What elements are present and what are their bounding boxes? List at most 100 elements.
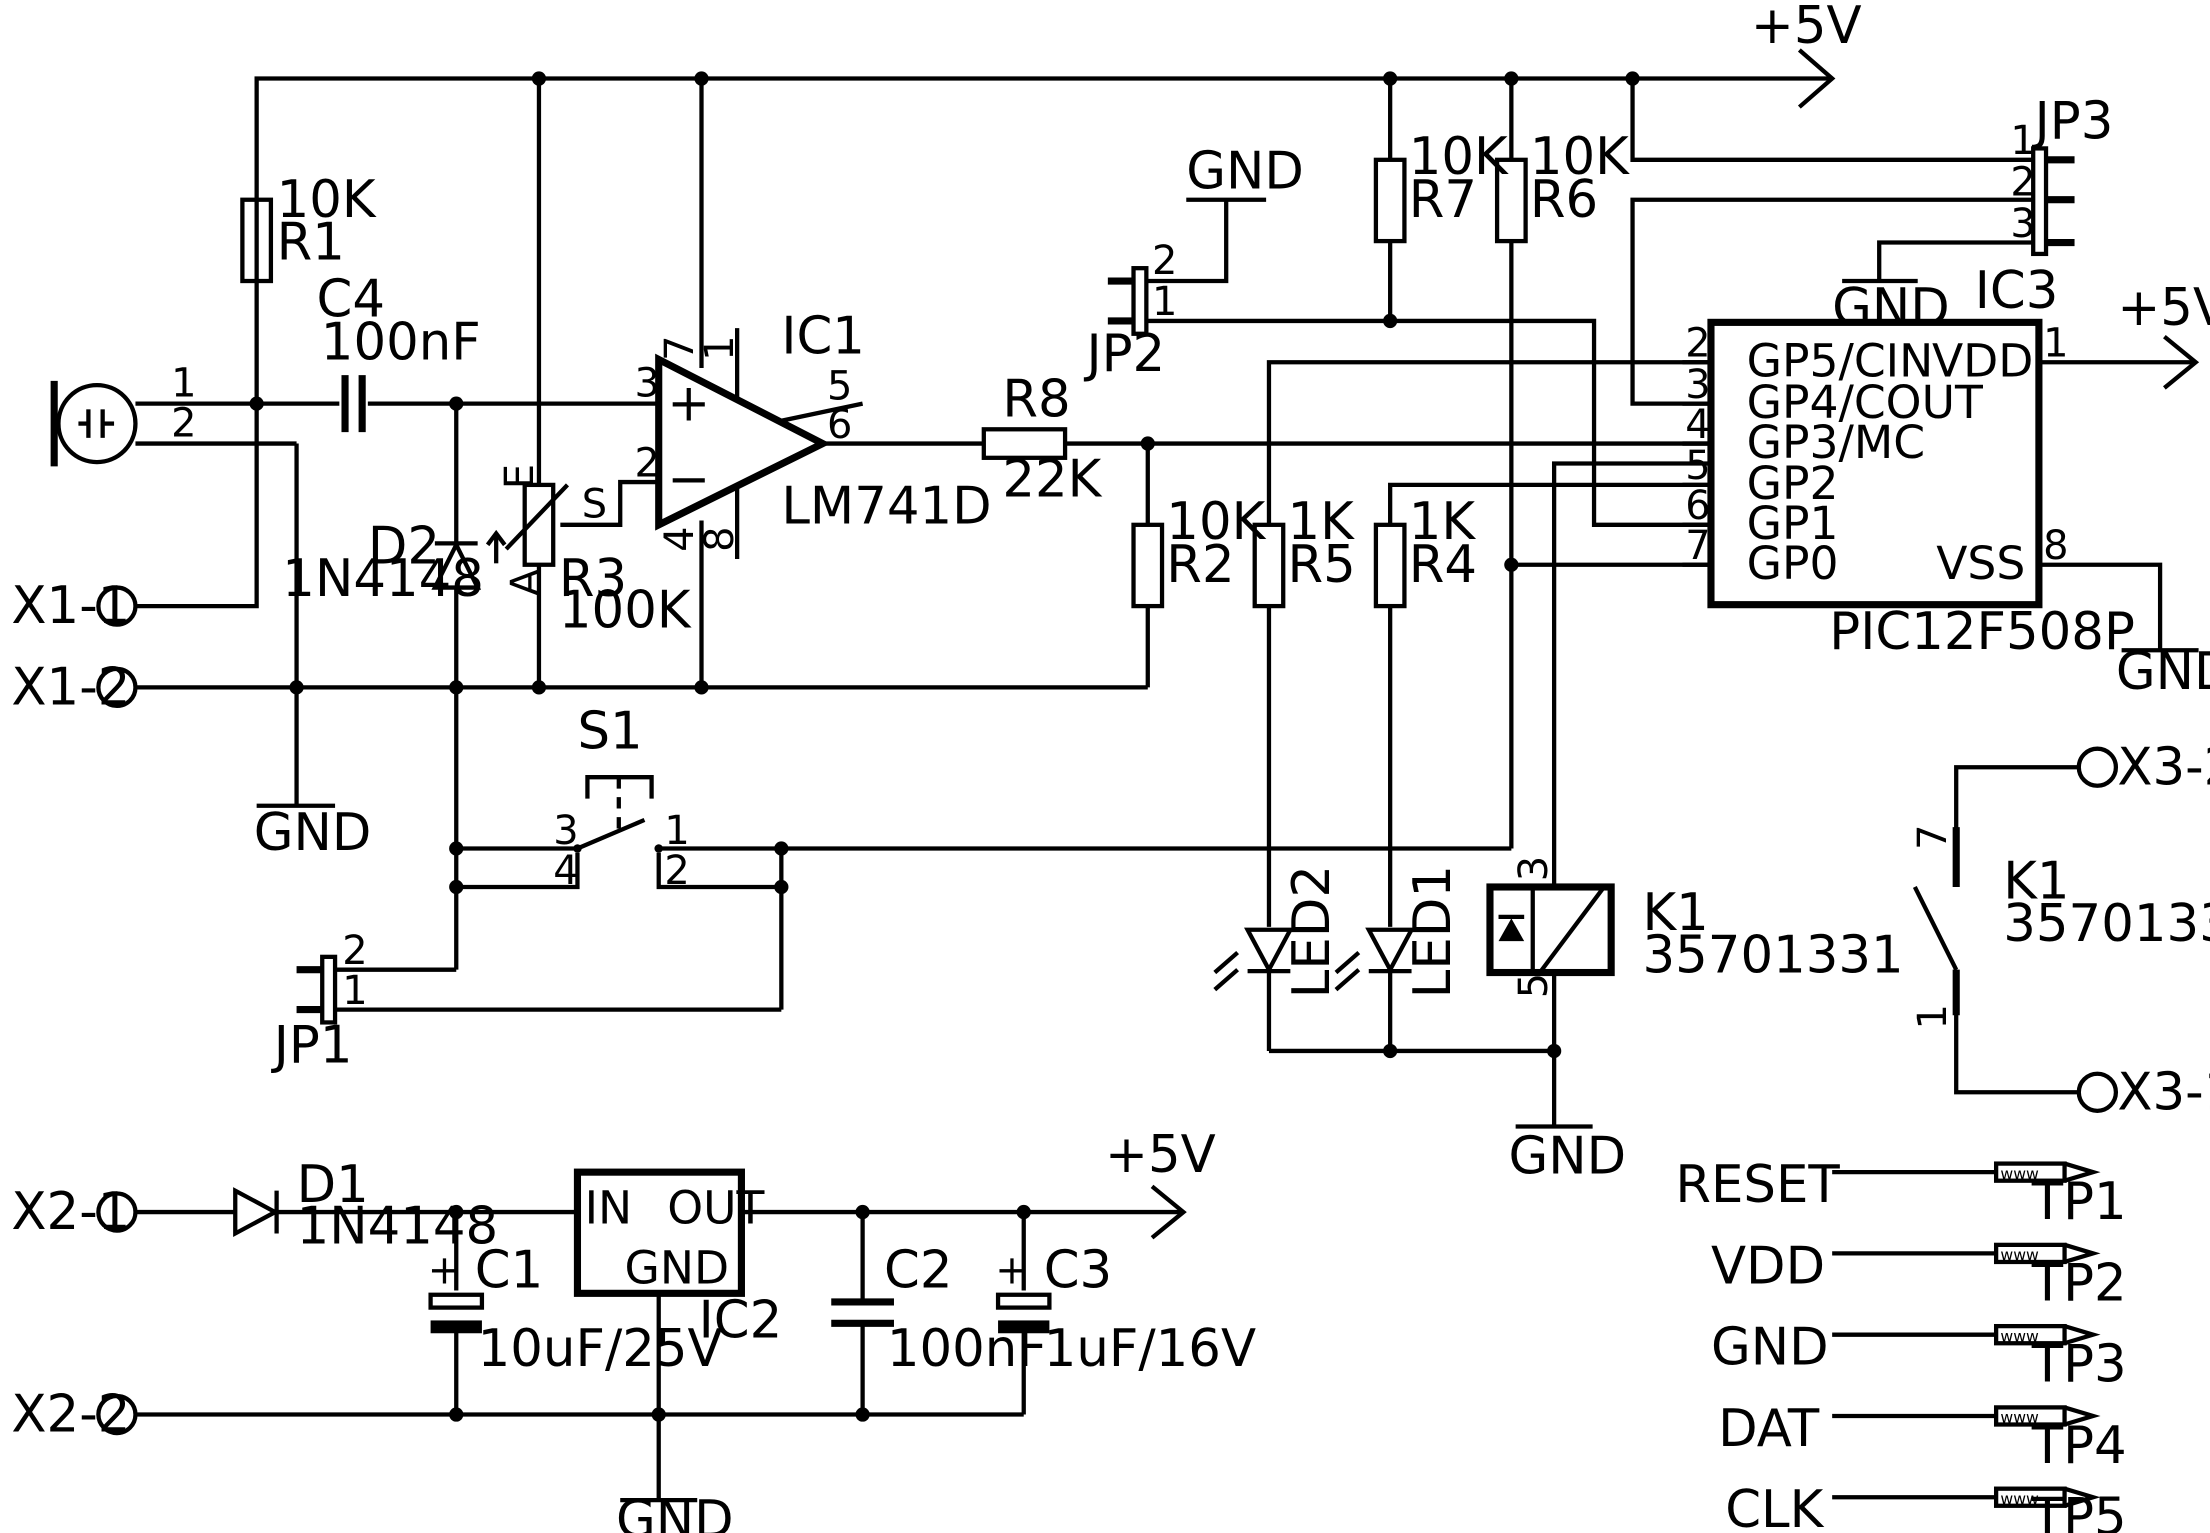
tp-marking: www [2000,1164,2039,1183]
vcc-label-ic3: +5V [2117,278,2210,338]
r6-ref: R6 [1530,170,1598,230]
ic1-pin-6: 6 [827,402,852,448]
ic1-opamp: + − 3 2 6 5 7 1 4 8 IC1 LM741D [634,307,992,560]
tp-ref: TP2 [2031,1253,2127,1313]
wires [135,48,2200,1501]
k1-contact-value: 35701331 [2003,894,2210,954]
tp-signal: GND [1711,1318,1829,1378]
gnd-label-jp2: GND [1186,141,1304,201]
r4-value: 1K [1409,492,1477,552]
r3-pin-a: A [503,569,549,596]
ic1-minus: − [667,449,710,509]
c3-value: 1uF/16V [1044,1319,1256,1379]
r5-ref: R5 [1288,535,1356,595]
r8-ref: R8 [1002,369,1070,429]
r6-value: 10K [1530,127,1630,187]
mic-pin-1: 1 [171,361,196,407]
gnd-label-mic: GND [254,803,372,863]
r3-value: 100K [559,580,692,640]
s1-ref: S1 [577,702,642,762]
s1-pin-1: 1 [664,808,689,854]
ic2-ref: IC2 [699,1291,783,1351]
ic1-pin-4: 4 [657,527,703,552]
ic3-vss-num: 8 [2043,523,2068,569]
ic3-pin-name: GP0 [1747,537,1839,590]
ic3-pin-num: 5 [1685,443,1710,489]
tp-marking: www [2000,1327,2039,1346]
tp-ref: TP4 [2031,1416,2127,1476]
k1-contact-ref: K1 [2003,851,2069,911]
jp3-ref: JP3 [2032,91,2114,151]
ic1-value: LM741D [781,476,991,536]
ic3-vss-name: VSS [1936,537,2025,590]
r1-ref: R1 [277,213,345,273]
d1-value: 1N4148 [297,1196,499,1256]
ic3-vdd-name: VDD [1932,335,2033,388]
ic3-pic: IC3 PIC12F508P 2 GP5/CIN 3 GP4/COUT 4 GP… [1682,261,2135,662]
c2-ref: C2 [884,1241,952,1301]
k1-contact-pin-7: 7 [1910,825,1956,850]
tp-ref: TP1 [2031,1172,2127,1232]
ic3-pin-num: 6 [1685,483,1710,529]
ic1-pin-8: 8 [697,527,743,552]
diodes: D2 1N4148 D1 1N4148 LED2 LED1 [233,516,1463,1256]
microphone: 1 2 [50,361,196,467]
d1-ref: D1 [297,1155,369,1215]
r7-value: 10K [1409,127,1509,187]
connector-x3-2: X3-2 [2117,737,2210,797]
k1-coil-pin-3: 3 [1511,856,1557,881]
jp2-pin-2: 2 [1152,238,1177,284]
k1-coil-ref: K1 [1643,883,1709,943]
ic3-vdd-num: 1 [2043,321,2068,367]
s1-pin-2: 2 [664,848,689,894]
tp-signal: RESET [1675,1155,1840,1215]
tp-signal: DAT [1718,1399,1820,1459]
r3-pin-e: E [497,464,543,489]
r2-ref: R2 [1166,535,1234,595]
c3-ref: C3 [1044,1241,1112,1301]
s1-pin-3: 3 [553,808,578,854]
jp3-pin-1: 1 [2010,118,2035,164]
ic3-value: PIC12F508P [1829,602,2135,662]
switch-s1: S1 3 4 1 2 [553,702,690,894]
k1-coil-pin-5: 5 [1511,973,1557,998]
ic1-pin-7: 7 [657,335,703,360]
c4-ref: C4 [317,270,385,330]
ic1-plus: + [667,374,710,434]
gnd-label-relay: GND [1509,1127,1627,1187]
ic3-ref: IC3 [1975,261,2059,321]
jp3-pin-2: 2 [2010,159,2035,205]
connector-x2-2: X2-2 [11,1385,130,1445]
ic3-pin-num: 4 [1685,402,1710,448]
jp2-ref: JP2 [1083,324,1165,384]
testpoints: RESET www TP1 VDD www TP2 GND www TP3 DA… [1675,1155,2126,1533]
c1-ref: C1 [475,1241,543,1301]
gnd-label-jp3: GND [1832,278,1950,338]
k1-contact-pin-1: 1 [1910,1004,1956,1029]
ic1-ref: IC1 [781,307,865,367]
ic3-pin-num: 7 [1685,523,1710,569]
jp1-pin-2: 2 [342,928,367,974]
tp-signal: VDD [1711,1236,1825,1296]
ic1-pin-2: 2 [634,440,659,486]
r1-value: 10K [277,170,377,230]
ic3-pin-name: GP3/MC [1747,416,1925,469]
r2-value: 10K [1166,492,1266,552]
k1-coil-value: 35701331 [1643,926,1904,986]
ic2-out: OUT [667,1181,764,1234]
connector-x1-2: X1-2 [11,657,130,717]
tp-marking: www [2000,1489,2039,1508]
tp-marking: www [2000,1408,2039,1427]
vcc-label-psu: +5V [1105,1125,1216,1185]
c1-plus: + [428,1247,461,1293]
jp3-pin-3: 3 [2010,201,2035,247]
mic-pin-2: 2 [171,400,196,446]
ic2-gnd: GND [625,1241,730,1294]
ic3-pin-name: GP1 [1747,497,1839,550]
ic1-pin-5: 5 [827,363,852,409]
capacitors: C4 100nF + C1 10uF/25V C2 100nF + C3 1uF… [317,270,1257,1379]
r5-value: 1K [1288,492,1356,552]
jp1-ref: JP1 [271,1015,353,1075]
connector-x3-1: X3-1 [2117,1062,2210,1122]
